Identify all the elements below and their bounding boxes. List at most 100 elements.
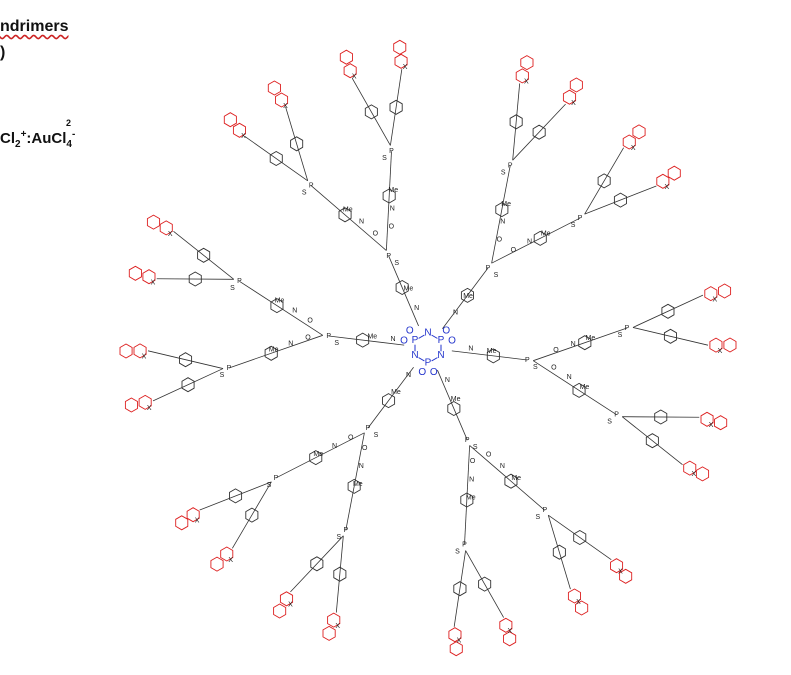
sulfur-label: S bbox=[334, 340, 339, 347]
arm-gen2-atom-label: O bbox=[497, 237, 503, 244]
terminal-ring-b bbox=[667, 165, 681, 181]
sulfur-label: S bbox=[535, 514, 540, 521]
arm-gen2-phenyl-ring bbox=[460, 492, 474, 508]
terminal-ring-b bbox=[175, 515, 189, 531]
terminal-bond bbox=[285, 106, 309, 181]
terminal-ring-b bbox=[210, 556, 224, 572]
arm-gen2-atom-label: Me bbox=[269, 347, 279, 354]
terminal-bond bbox=[584, 185, 657, 215]
terminal-phenyl-ring bbox=[245, 507, 259, 523]
sulfur-label: S bbox=[302, 189, 307, 196]
arm-gen2-phenyl-ring bbox=[533, 230, 547, 246]
arm-gen1-atom-label: Me bbox=[391, 389, 401, 396]
phosphorus-label: P bbox=[326, 333, 331, 340]
phosphorus-label: P bbox=[625, 325, 630, 332]
core-atom-label: P bbox=[412, 335, 419, 346]
arm-gen2-atom-label: Me bbox=[586, 335, 596, 342]
arm-gen2-atom-label: O bbox=[362, 445, 368, 452]
terminal-bond bbox=[512, 103, 566, 161]
core-atom-label: N bbox=[437, 350, 444, 361]
terminal-ring-b bbox=[223, 112, 237, 128]
phosphorus-label: P bbox=[542, 507, 547, 514]
arm-gen1-bond bbox=[437, 369, 468, 441]
terminal-ring-b bbox=[119, 343, 133, 359]
phosphorus-label: P bbox=[309, 182, 314, 189]
terminal-x-mark: X bbox=[403, 64, 408, 71]
arm-gen1-atom-label: N bbox=[406, 372, 411, 379]
caption-title: ndrimers bbox=[0, 18, 69, 35]
terminal-bond bbox=[632, 294, 704, 328]
caption-formula: Cl2+:AuCl4- bbox=[0, 129, 75, 150]
arm-gen2-bond bbox=[275, 432, 365, 479]
phosphorus-label: P bbox=[366, 425, 371, 432]
terminal-ring-b bbox=[520, 55, 534, 71]
terminal-ring-b bbox=[503, 631, 517, 647]
terminal-x-mark: X bbox=[524, 79, 529, 86]
terminal-x-mark: X bbox=[352, 74, 357, 81]
core-atom-bg bbox=[436, 336, 446, 345]
arm-gen1-atom-label: Me bbox=[404, 286, 414, 293]
terminal-ring-b bbox=[273, 603, 287, 619]
arm-gen2-phenyl-ring bbox=[270, 298, 284, 314]
terminal-bond bbox=[465, 550, 505, 618]
arm-gen2-bond bbox=[491, 217, 581, 264]
terminal-x-mark: X bbox=[288, 602, 293, 609]
arm-gen2-bond bbox=[491, 165, 511, 264]
terminal-ring-b bbox=[632, 124, 646, 140]
arm-gen2-atom-label: N bbox=[288, 341, 293, 348]
terminal-ring-a bbox=[610, 558, 624, 574]
terminal-ring-b bbox=[695, 466, 710, 482]
arm-gen2-atom-label: Me bbox=[353, 481, 363, 488]
caption-paren: ) bbox=[0, 44, 6, 61]
terminal-phenyl-ring bbox=[613, 192, 627, 208]
terminal-ring-a bbox=[567, 588, 581, 604]
core-oxygen-label: O bbox=[442, 325, 450, 336]
terminal-x-mark: X bbox=[571, 100, 576, 107]
core-atom-label: N bbox=[424, 328, 431, 339]
arm-gen2-atom-label: Me bbox=[313, 451, 323, 458]
arm-gen2-bond bbox=[533, 360, 617, 416]
terminal-bond bbox=[152, 368, 224, 402]
terminal-x-mark: X bbox=[618, 569, 623, 576]
terminal-bond bbox=[156, 278, 234, 280]
phosphorus-label: P bbox=[578, 215, 583, 222]
terminal-phenyl-ring bbox=[364, 104, 378, 120]
terminal-x-mark: X bbox=[151, 280, 156, 287]
core-oxygen-label: O bbox=[418, 367, 426, 378]
terminal-ring-a bbox=[138, 394, 152, 410]
arm-gen2-atom-label: N bbox=[500, 463, 505, 470]
terminal-ring-a bbox=[327, 612, 341, 628]
terminal-phenyl-ring bbox=[453, 581, 467, 597]
caption-subscript: 2 bbox=[66, 118, 72, 128]
arm-gen2-atom-label: N bbox=[567, 374, 572, 381]
core-atom-label: N bbox=[411, 350, 418, 361]
arm-gen2-atom-label: N bbox=[527, 239, 532, 246]
arm-gen2-atom-label: O bbox=[389, 224, 395, 231]
terminal-phenyl-ring bbox=[478, 576, 492, 592]
terminal-ring-b bbox=[449, 641, 463, 657]
terminal-x-mark: X bbox=[507, 628, 512, 635]
terminal-phenyl-ring bbox=[290, 136, 304, 152]
phosphorus-label: P bbox=[389, 148, 394, 155]
terminal-phenyl-ring bbox=[181, 377, 195, 393]
arm-gen2-phenyl-ring bbox=[347, 478, 361, 494]
terminal-ring-b bbox=[267, 80, 281, 96]
arm-gen1-atom-label: Me bbox=[451, 396, 461, 403]
arm-gen1-phenyl-ring bbox=[447, 400, 461, 417]
sulfur-label: S bbox=[533, 364, 538, 371]
terminal-phenyl-ring bbox=[597, 173, 611, 189]
phosphorus-label: P bbox=[614, 412, 619, 419]
formula-cl: Cl bbox=[0, 130, 15, 147]
terminal-x-mark: X bbox=[665, 184, 670, 191]
phosphorus-label: P bbox=[508, 163, 513, 170]
arm-gen1-atom-label: N bbox=[445, 377, 450, 384]
terminal-ring-a bbox=[343, 63, 357, 79]
formula-sup-2: - bbox=[71, 129, 76, 140]
arm-gen2-bond bbox=[385, 151, 392, 251]
terminal-phenyl-ring bbox=[269, 150, 283, 167]
terminal-ring-a bbox=[704, 286, 718, 302]
